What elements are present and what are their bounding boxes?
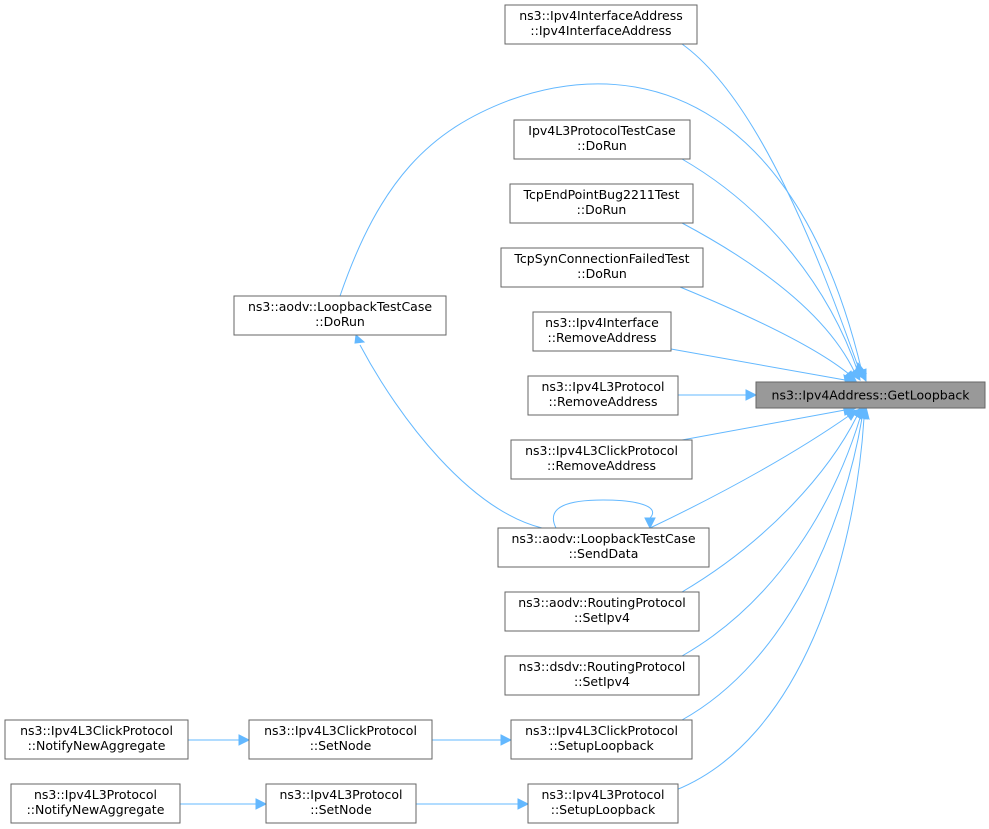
node-label-line-2: ::SetIpv4 [574, 610, 630, 625]
node-label-line-1: ns3::Ipv4L3Protocol [279, 787, 402, 802]
node-label-line-1: ns3::aodv::RoutingProtocol [518, 595, 686, 610]
node-ipv4l3-testcase[interactable]: Ipv4L3ProtocolTestCase::DoRun [513, 119, 691, 160]
node-tcp-bug[interactable]: TcpEndPointBug2211Test::DoRun [509, 183, 694, 224]
nodes-layer: ns3::Ipv4Address::GetLoopback ns3::Ipv4In… [4, 4, 986, 824]
node-box [265, 783, 417, 824]
node-tcp-syn[interactable]: TcpSynConnectionFailedTest::DoRun [500, 247, 704, 288]
node-label-line-2: ::DoRun [577, 138, 627, 153]
edge-aodv-dorun-to-target [339, 83, 863, 373]
node-box [4, 719, 189, 760]
node-box [527, 783, 679, 824]
node-box [248, 719, 433, 760]
node-label-line-2: ::DoRun [315, 314, 365, 329]
node-box [10, 783, 181, 824]
node-label-line-1: ns3::Ipv4L3ClickProtocol [264, 723, 417, 738]
node-aodv-dorun[interactable]: ns3::aodv::LoopbackTestCase::DoRun [233, 295, 447, 336]
node-box [504, 591, 700, 632]
arrowhead-icon [517, 798, 530, 810]
edge-aodv-setipv4-to-target [681, 415, 858, 593]
node-aodv-setipv4[interactable]: ns3::aodv::RoutingProtocol::SetIpv4 [504, 591, 700, 632]
edge-dsdv-setipv4-to-target [681, 417, 861, 657]
node-ipv4l3-notify[interactable]: ns3::Ipv4L3Protocol::NotifyNewAggregate [10, 783, 181, 824]
edge-ipv4if-remove-to-target [670, 348, 846, 381]
node-box [527, 375, 679, 416]
node-box [510, 439, 693, 480]
node-label-line-1: ns3::dsdv::RoutingProtocol [519, 659, 686, 674]
node-label-line-2: ::Ipv4InterfaceAddress [530, 23, 671, 38]
node-box [233, 295, 447, 336]
node-label: ns3::Ipv4Address::GetLoopback [772, 388, 971, 403]
node-label-line-1: ns3::Ipv4L3Protocol [541, 379, 664, 394]
node-box [509, 183, 694, 224]
node-label-line-1: TcpSynConnectionFailedTest [513, 251, 689, 266]
node-label-line-2: ::RemoveAddress [548, 330, 657, 345]
node-aodv-senddata[interactable]: ns3::aodv::LoopbackTestCase::SendData [497, 527, 710, 568]
arrowhead-icon [644, 517, 656, 530]
node-box [513, 119, 691, 160]
edge-ipv4l3-testcase-to-target [681, 158, 859, 373]
arrowhead-icon [849, 367, 861, 381]
node-ipv4l3-setuploopback[interactable]: ns3::Ipv4L3Protocol::SetupLoopback [527, 783, 679, 824]
node-dsdv-setipv4[interactable]: ns3::dsdv::RoutingProtocol::SetIpv4 [504, 655, 700, 696]
arrowhead-icon [858, 405, 870, 420]
node-label-line-2: ::SetupLoopback [551, 802, 656, 817]
node-ipv4l3-remove[interactable]: ns3::Ipv4L3Protocol::RemoveAddress [527, 375, 679, 416]
node-label-line-2: ::SendData [569, 546, 639, 561]
arrowhead-icon [500, 734, 513, 746]
node-label-line-2: ::DoRun [577, 266, 627, 281]
node-label-line-1: ns3::Ipv4Interface [545, 315, 659, 330]
node-box [504, 655, 700, 696]
node-label-line-2: ::RemoveAddress [549, 394, 658, 409]
node-label-line-1: ns3::Ipv4InterfaceAddress [519, 8, 683, 23]
target-node[interactable]: ns3::Ipv4Address::GetLoopback [755, 381, 986, 409]
edge-ipv4l3-setuploopback-to-target [675, 417, 865, 791]
node-ipv4if-remove[interactable]: ns3::Ipv4Interface::RemoveAddress [532, 311, 672, 352]
node-ipv4l3-setnode[interactable]: ns3::Ipv4L3Protocol::SetNode [265, 783, 417, 824]
node-label-line-2: ::SetNode [310, 738, 372, 753]
node-box [755, 381, 986, 409]
node-label-line-2: ::RemoveAddress [547, 458, 656, 473]
arrowhead-icon [354, 334, 366, 344]
node-label-line-1: ns3::Ipv4L3Protocol [541, 787, 664, 802]
edge-ipv4ia-ctor-to-target [681, 43, 861, 373]
node-label-line-1: TcpEndPointBug2211Test [523, 187, 680, 202]
node-label-line-1: ns3::aodv::LoopbackTestCase [511, 531, 695, 546]
node-label-line-2: ::NotifyNewAggregate [28, 738, 166, 753]
edge-tcp-bug-to-target [681, 222, 856, 374]
arrowhead-icon [745, 389, 758, 401]
node-label-line-2: ::SetupLoopback [549, 738, 654, 753]
node-label-line-1: ns3::Ipv4L3ClickProtocol [525, 723, 678, 738]
edge-click-remove-to-target [681, 409, 846, 441]
node-label-line-1: ns3::aodv::LoopbackTestCase [248, 299, 432, 314]
node-ipv4ia-ctor[interactable]: ns3::Ipv4InterfaceAddress::Ipv4Interface… [504, 4, 698, 45]
edge-aodv-senddata-to-aodv-senddata [552, 499, 653, 529]
node-label-line-2: ::SetNode [310, 802, 372, 817]
node-label-line-1: ns3::Ipv4L3ClickProtocol [525, 443, 678, 458]
node-label-line-2: ::SetIpv4 [574, 674, 630, 689]
node-click-notify[interactable]: ns3::Ipv4L3ClickProtocol::NotifyNewAggre… [4, 719, 189, 760]
node-label-line-1: ns3::Ipv4L3ClickProtocol [20, 723, 173, 738]
arrowhead-icon [238, 734, 251, 746]
node-label-line-1: Ipv4L3ProtocolTestCase [528, 123, 676, 138]
edge-tcp-syn-to-target [679, 286, 851, 376]
node-click-setuploopback[interactable]: ns3::Ipv4L3ClickProtocol::SetupLoopback [510, 719, 693, 760]
edge-aodv-senddata-to-aodv-dorun [359, 344, 543, 529]
node-box [532, 311, 672, 352]
node-label-line-2: ::DoRun [577, 202, 627, 217]
node-click-setnode[interactable]: ns3::Ipv4L3ClickProtocol::SetNode [248, 719, 433, 760]
node-box [500, 247, 704, 288]
node-box [510, 719, 693, 760]
edge-click-setuploopback-to-target [681, 417, 863, 721]
node-label-line-2: ::NotifyNewAggregate [27, 802, 165, 817]
edge-aodv-senddata-to-target [649, 414, 851, 529]
node-box [504, 4, 698, 45]
arrowhead-icon [255, 798, 268, 810]
node-label-line-1: ns3::Ipv4L3Protocol [34, 787, 157, 802]
node-click-remove[interactable]: ns3::Ipv4L3ClickProtocol::RemoveAddress [510, 439, 693, 480]
node-box [497, 527, 710, 568]
